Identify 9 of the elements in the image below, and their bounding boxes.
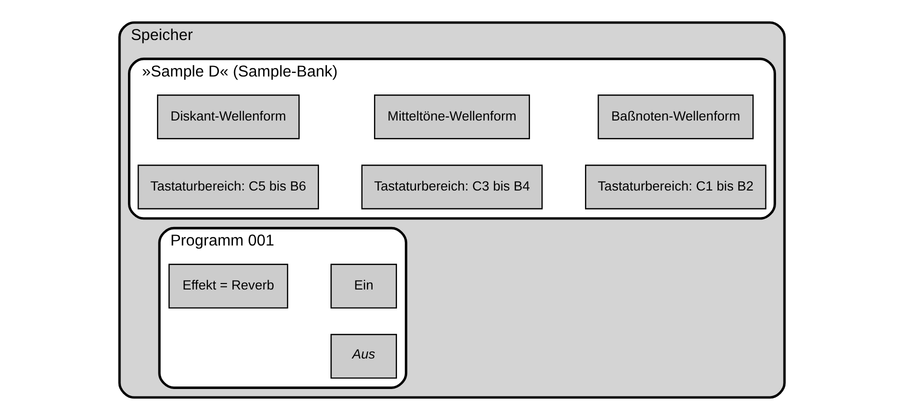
node-box: Ein	[330, 264, 397, 309]
node-box: Tastaturbereich: C3 bis B4	[361, 164, 543, 210]
node-box: Aus	[330, 334, 397, 379]
node-box: Tastaturbereich: C1 bis B2	[585, 164, 766, 210]
node-box: Diskant-Wellenform	[157, 94, 300, 140]
node-box: Baßnoten-Wellenform	[598, 94, 754, 140]
node-box: Tastaturbereich: C5 bis B6	[138, 164, 319, 210]
node-box: Mitteltöne-Wellenform	[374, 94, 530, 140]
node-box: Effekt = Reverb	[168, 264, 288, 309]
